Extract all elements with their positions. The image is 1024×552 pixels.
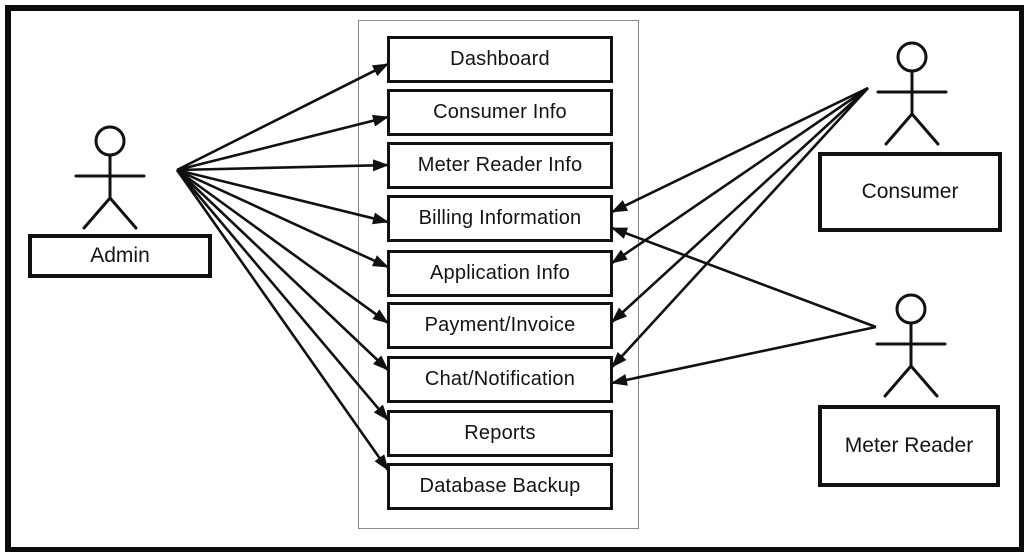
use-case-dashboard: Dashboard	[387, 36, 613, 83]
actor-label-meter-reader: Meter Reader	[818, 405, 1000, 487]
use-case-chat-notification: Chat/Notification	[387, 356, 613, 403]
edge-consumer-chat-notification	[611, 87, 869, 368]
actor-label-admin: Admin	[28, 234, 212, 278]
use-case-meter-reader-info: Meter Reader Info	[387, 142, 613, 189]
edge-admin-reports	[176, 169, 389, 421]
actor-label-consumer: Consumer	[818, 152, 1002, 232]
edge-consumer-payment-invoice	[611, 87, 869, 323]
edge-consumer-billing-information	[611, 86, 869, 214]
edge-admin-consumer-info	[176, 114, 389, 172]
edge-admin-dashboard	[176, 62, 389, 172]
edge-admin-application-info	[176, 168, 389, 269]
meter-reader-stick-figure-icon	[875, 293, 947, 398]
edge-meter-reader-billing-information	[611, 226, 877, 329]
edge-admin-chat-notification	[176, 169, 389, 371]
edge-consumer-application-info	[611, 86, 869, 265]
edge-admin-billing-information	[176, 168, 389, 225]
consumer-stick-figure-icon	[876, 41, 948, 146]
use-case-billing-information: Billing Information	[387, 195, 613, 242]
use-case-consumer-info: Consumer Info	[387, 89, 613, 136]
admin-stick-figure-icon	[74, 125, 146, 230]
use-case-database-backup: Database Backup	[387, 463, 613, 510]
edge-admin-payment-invoice	[176, 168, 389, 325]
edge-meter-reader-chat-notification	[611, 325, 877, 386]
edge-admin-database-backup	[175, 169, 390, 471]
use-case-payment-invoice: Payment/Invoice	[387, 302, 613, 349]
edge-admin-meter-reader-info	[176, 159, 389, 172]
use-case-application-info: Application Info	[387, 250, 613, 297]
use-case-reports: Reports	[387, 410, 613, 457]
